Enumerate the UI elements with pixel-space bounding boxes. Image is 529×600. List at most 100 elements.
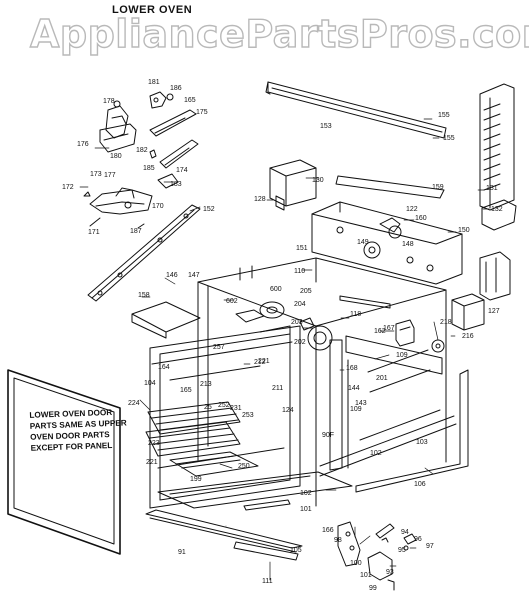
- door-parts-note: LOWER OVEN DOOR PARTS SAME AS UPPER OVEN…: [29, 406, 134, 454]
- part-number-label: 600: [270, 286, 282, 293]
- side-rail-drawing: [87, 204, 201, 302]
- part-number-label: 186: [170, 85, 182, 92]
- part-number-label: 100: [350, 560, 362, 567]
- element-frame-drawing: [319, 335, 457, 477]
- part-number-label: 221: [258, 358, 270, 365]
- part-number-label: 176: [77, 141, 89, 148]
- part-number-label: 170: [152, 203, 164, 210]
- part-number-label: 252: [218, 402, 230, 409]
- part-number-label: 131: [486, 185, 498, 192]
- part-number-label: 104: [144, 380, 156, 387]
- part-number-label: 165: [184, 97, 196, 104]
- part-number-label: 171: [88, 229, 100, 236]
- part-number-label: 101: [300, 506, 312, 513]
- part-number-label: 224: [128, 400, 140, 407]
- part-number-label: 253: [242, 412, 254, 419]
- hinge-assembly-drawing: [83, 91, 199, 229]
- part-number-label: 202: [294, 339, 306, 346]
- part-number-label: 103: [416, 439, 428, 446]
- part-number-label: 174: [176, 167, 188, 174]
- part-number-label: 183: [170, 181, 182, 188]
- kick-trim-drawing: [145, 509, 303, 561]
- terminal-block-drawing: [451, 293, 485, 331]
- sensor-drawing: [307, 325, 333, 351]
- part-number-label: 172: [62, 184, 74, 191]
- part-number-label: 109: [350, 406, 362, 413]
- leader-lines: [79, 118, 490, 581]
- part-number-label: 110: [294, 268, 305, 275]
- part-number-label: 212: [254, 359, 266, 366]
- part-number-label: 96: [414, 536, 422, 543]
- part-number-label: 151: [296, 245, 308, 252]
- part-number-label: 91: [178, 549, 186, 556]
- part-number-label: 201: [376, 375, 388, 382]
- part-number-label: 162: [374, 328, 386, 335]
- part-number-label: 155: [443, 135, 455, 142]
- part-number-label: 178: [103, 98, 115, 105]
- control-box-drawing: [269, 159, 317, 211]
- part-number-label: 105: [290, 547, 302, 554]
- part-number-label: 102: [300, 490, 312, 497]
- part-number-label: 144: [348, 385, 360, 392]
- part-number-label: 109: [396, 352, 408, 359]
- knob-drawing: [431, 339, 445, 353]
- control-bracket-drawing: [311, 201, 463, 285]
- lower-hinge-drawing: [337, 521, 417, 591]
- part-number-label: 218: [440, 319, 452, 326]
- part-number-label: 204: [294, 301, 306, 308]
- part-number-label: 150: [458, 227, 470, 234]
- part-number-label: 130: [312, 177, 324, 184]
- part-number-label: 124: [282, 407, 294, 414]
- part-number-label: 106: [414, 481, 426, 488]
- part-number-label: 143: [355, 400, 367, 407]
- oven-liner-drawing: [149, 325, 301, 509]
- trim-strip-drawing: [335, 175, 445, 199]
- rack-guide-drawing: [355, 369, 469, 493]
- part-number-label: 153: [320, 123, 332, 130]
- part-number-label: 168: [346, 365, 358, 372]
- part-number-label: 231: [230, 405, 242, 412]
- part-number-label: 205: [300, 288, 312, 295]
- part-number-label: 122: [406, 206, 418, 213]
- part-number-label: 111: [262, 578, 273, 585]
- rod-drawing: [339, 295, 391, 309]
- diagram-title: LOWER OVEN: [112, 4, 193, 16]
- bottom-trim-drawing: [243, 499, 291, 511]
- vent-panel-drawing: [479, 83, 517, 231]
- part-number-label: 213: [200, 381, 212, 388]
- part-number-label: 118: [350, 311, 361, 318]
- part-600-drawing: [259, 301, 285, 319]
- watermark-text: AppliancePartsPros.com: [29, 11, 529, 56]
- oven-rack-drawing: [145, 401, 259, 477]
- mount-bracket-drawing: [131, 301, 201, 339]
- side-bracket-drawing: [479, 251, 511, 301]
- part-number-label: 132: [491, 206, 503, 213]
- part-number-label: 90F: [322, 432, 334, 439]
- part-number-label: 147: [188, 272, 200, 279]
- part-number-label: 101: [360, 572, 372, 579]
- part-number-label: 216: [462, 333, 474, 340]
- part-number-label: 199: [190, 476, 202, 483]
- switch-drawing: [395, 319, 415, 347]
- part-number-label: 159: [432, 184, 444, 191]
- part-number-label: 167: [383, 325, 395, 332]
- part-number-label: 98: [334, 537, 342, 544]
- part-number-label: 173: [90, 171, 102, 178]
- part-number-label: 127: [488, 308, 500, 315]
- part-number-label: 93: [386, 569, 394, 576]
- door-panel-drawing: [7, 369, 121, 555]
- part-number-label: 166: [322, 527, 334, 534]
- part-number-label: 97: [426, 543, 434, 550]
- part-number-label: 164: [158, 364, 170, 371]
- part-number-label: 257: [213, 344, 225, 351]
- part-number-label: 185: [143, 165, 155, 172]
- part-number-label: 146: [166, 272, 178, 279]
- part-number-label: 152: [203, 206, 215, 213]
- part-number-label: 160: [415, 215, 427, 222]
- part-number-label: 158: [138, 292, 150, 299]
- part-number-label: 211: [272, 385, 283, 392]
- part-number-label: 155: [438, 112, 450, 119]
- bottom-panel-drawing: [157, 471, 353, 509]
